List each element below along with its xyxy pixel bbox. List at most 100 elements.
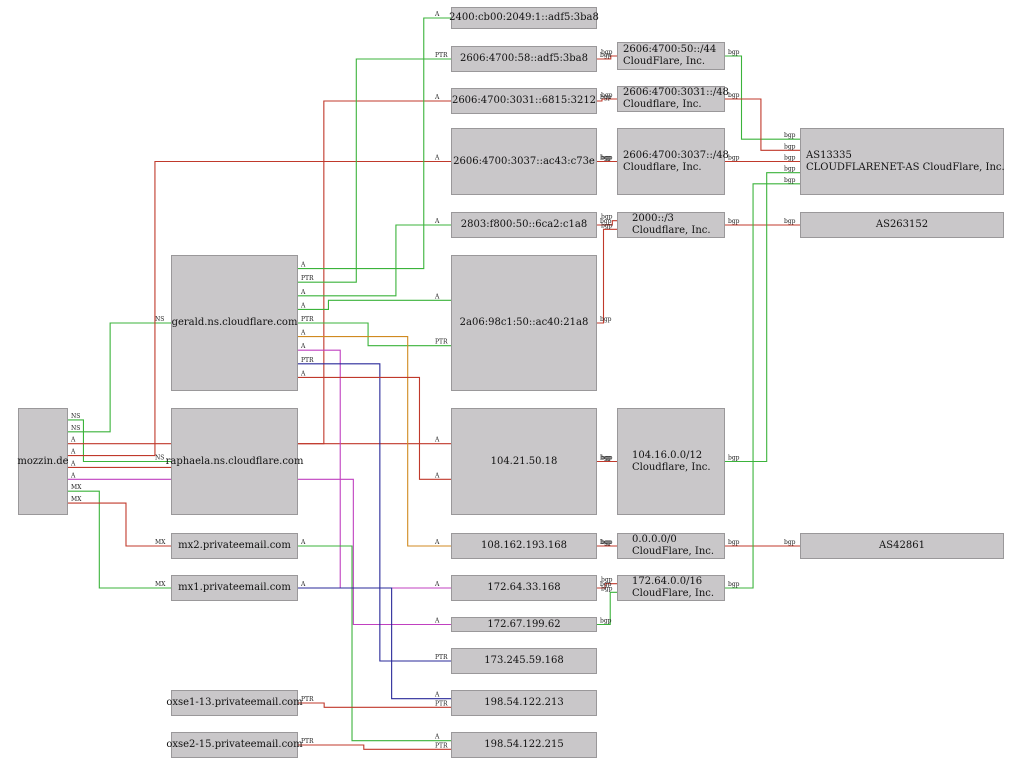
edge-label: bgp: [728, 92, 740, 99]
edge-label: PTR: [301, 738, 314, 745]
node-ip-2606-3037[interactable]: 2606:4700:3037::ac43:c73e: [451, 128, 597, 195]
node-ip-2606-3031[interactable]: 2606:4700:3031::6815:3212: [451, 88, 597, 114]
node-oxse1[interactable]: oxse1-13.privateemail.com: [166, 690, 303, 716]
edge-label: bgp: [600, 155, 612, 162]
node-label: 2606:4700:50::/44: [623, 44, 717, 55]
node-label: 2803:f800:50::6ca2:c1a8: [460, 219, 588, 230]
node-label: CloudFlare, Inc.: [632, 546, 715, 557]
edge-oxse2-ip_198_215: [298, 744, 451, 750]
node-label: Cloudflare, Inc.: [623, 99, 702, 110]
edge-label: bgp: [728, 49, 740, 56]
edge-pfx_172-as13335: [725, 183, 800, 589]
edge-label: bgp: [600, 455, 612, 462]
node-ip-198-54-213[interactable]: 198.54.122.213: [451, 690, 597, 716]
node-as263152[interactable]: AS263152: [800, 212, 1004, 238]
node-ip-104-21[interactable]: 104.21.50.18: [451, 408, 597, 515]
node-mx2[interactable]: mx2.privateemail.com: [171, 533, 298, 559]
edge-pfx_104-as13335: [725, 172, 800, 463]
node-ip-172-64[interactable]: 172.64.33.168: [451, 575, 597, 601]
edge-label: PTR: [301, 696, 314, 703]
edge-label: A: [434, 692, 440, 699]
node-label: 108.162.193.168: [481, 540, 567, 551]
edge-label: A: [300, 539, 306, 546]
edge-label: bgp: [728, 539, 740, 546]
edge-label: A: [434, 11, 440, 18]
node-label: oxse2-15.privateemail.com: [166, 739, 303, 750]
edge-label: bgp: [601, 222, 613, 229]
edge-label: A: [300, 343, 306, 350]
node-label: 2606:4700:3031::/48: [623, 87, 729, 98]
edge-label: bgp: [601, 92, 613, 99]
edge-label: A: [300, 581, 306, 588]
node-label: CloudFlare, Inc.: [632, 588, 715, 599]
edge-label: bgp: [600, 618, 612, 625]
edge-label: A: [434, 437, 440, 444]
node-label: 104.21.50.18: [490, 455, 558, 467]
node-ip-2606-58[interactable]: 2606:4700:58::adf5:3ba8: [451, 46, 597, 72]
edge-label: bgp: [601, 539, 613, 546]
edge-label: A: [434, 94, 440, 101]
node-ip-2803[interactable]: 2803:f800:50::6ca2:c1a8: [451, 212, 597, 238]
edge-mozzin-gerald: [68, 322, 171, 433]
edge-gerald-ip_2400: [298, 17, 451, 270]
edge-pfx_2606_50-as13335: [725, 55, 800, 140]
edge-mozzin-raphaela: [68, 419, 171, 463]
edge-gerald-ip_173: [298, 363, 451, 662]
edge-label: A: [434, 581, 440, 588]
node-label: gerald.ns.cloudflare.com: [171, 317, 298, 328]
node-oxse2[interactable]: oxse2-15.privateemail.com: [166, 732, 303, 758]
node-mozzin-de[interactable]: mozzin.de: [17, 408, 69, 515]
node-label: 104.16.0.0/12: [632, 449, 703, 461]
edge-ip_2a06-pfx_2000: [597, 228, 617, 324]
node-ip-172-67[interactable]: 172.67.199.62: [451, 617, 597, 632]
edge-gerald-ip_2a06: [298, 299, 451, 310]
edge-label: A: [434, 539, 440, 546]
node-ip-2a06[interactable]: 2a06:98c1:50::ac40:21a8: [451, 255, 597, 391]
node-label: Cloudflare, Inc.: [632, 225, 711, 236]
edge-label: bgp: [784, 155, 796, 162]
edge-ip_2606_3031-pfx_2606_3031: [597, 98, 617, 102]
edge-label: A: [70, 472, 76, 479]
node-label: 2606:4700:3031::6815:3212: [451, 95, 597, 106]
edge-label: bgp: [600, 94, 612, 101]
edge-label: bgp: [601, 49, 613, 56]
node-label: 172.64.0.0/16: [632, 576, 703, 587]
node-ip-173-245[interactable]: 173.245.59.168: [451, 648, 597, 674]
edge-label: NS: [155, 455, 164, 462]
edge-label: bgp: [600, 539, 612, 546]
edge-mx1-ip_198_213: [298, 587, 451, 700]
node-as42861[interactable]: AS42861: [800, 533, 1004, 559]
edge-label: bgp: [728, 581, 740, 588]
edge-label: A: [70, 460, 76, 467]
edge-label: A: [70, 437, 76, 444]
edge-ip_2606_58-pfx_2606_50: [597, 55, 617, 60]
node-label: 2606:4700:3037::ac43:c73e: [453, 155, 595, 167]
edge-label: MX: [155, 581, 166, 588]
edge-pfx_2606_3031-as13335: [725, 98, 800, 151]
edge-label: bgp: [784, 132, 796, 139]
edge-label: PTR: [435, 52, 448, 59]
node-ip-2400-cb00[interactable]: 2400:cb00:2049:1::adf5:3ba8: [449, 7, 599, 29]
node-label: 173.245.59.168: [484, 655, 564, 666]
edge-label: bgp: [600, 52, 612, 59]
node-raphaela-ns[interactable]: raphaela.ns.cloudflare.com: [166, 408, 303, 515]
node-ip-108-162[interactable]: 108.162.193.168: [451, 533, 597, 559]
node-label: mx1.privateemail.com: [178, 582, 291, 593]
node-mx1[interactable]: mx1.privateemail.com: [171, 575, 298, 601]
edge-label: A: [300, 370, 306, 377]
node-ip-198-54-215[interactable]: 198.54.122.215: [451, 732, 597, 758]
edge-label: PTR: [435, 700, 448, 707]
edge-mozzin-mx1: [68, 490, 171, 589]
edge-label: A: [70, 449, 76, 456]
node-gerald-ns[interactable]: gerald.ns.cloudflare.com: [171, 255, 298, 391]
edge-gerald-ip_2a06: [298, 322, 451, 347]
node-label: 2606:4700:58::adf5:3ba8: [460, 53, 588, 64]
